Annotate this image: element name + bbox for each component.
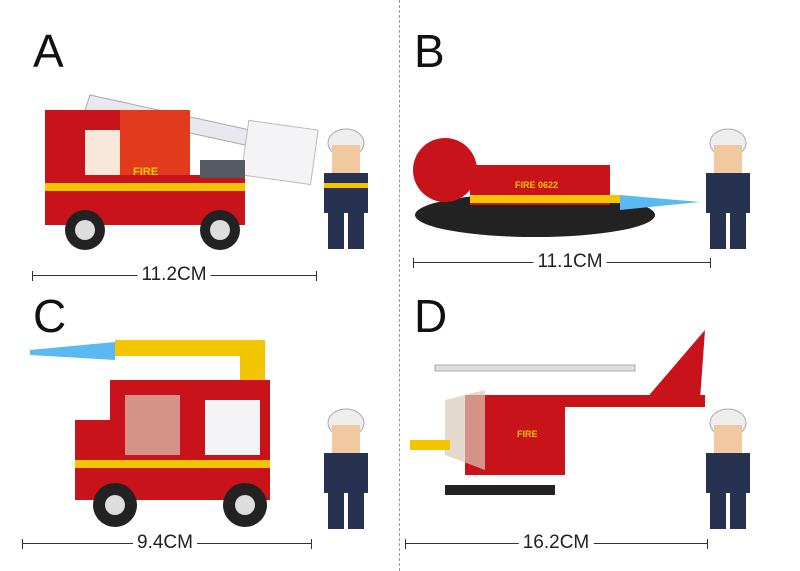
panel-c-letter: C	[33, 290, 67, 342]
firefighter-figure-image	[706, 128, 750, 249]
toy-fire-0622-text: FIRE 0622	[515, 180, 558, 190]
fire-truck-ladder-image: FIRE	[45, 94, 319, 250]
toy-fire-text: FIRE	[133, 166, 158, 178]
panel-d-letter: D	[414, 290, 448, 342]
firefighter-figure-image	[706, 408, 750, 529]
size-label-a: 11.2CM	[137, 264, 211, 286]
firefighter-figure-image	[324, 128, 368, 249]
size-label-d: 16.2CM	[518, 532, 594, 554]
fire-helicopter-image: FIRE	[410, 330, 705, 495]
size-label-c: 9.4CM	[133, 532, 197, 554]
fire-hovercraft-image: FIRE 0622	[413, 138, 700, 237]
size-label-b: 11.1CM	[533, 251, 607, 273]
fire-truck-water-cannon-image	[30, 340, 270, 527]
firefighter-figure-image	[324, 408, 368, 529]
panel-a-letter: A	[33, 25, 64, 77]
toy-fire-text: FIRE	[517, 429, 538, 439]
panel-b-letter: B	[414, 25, 445, 77]
panel-divider	[399, 0, 400, 571]
